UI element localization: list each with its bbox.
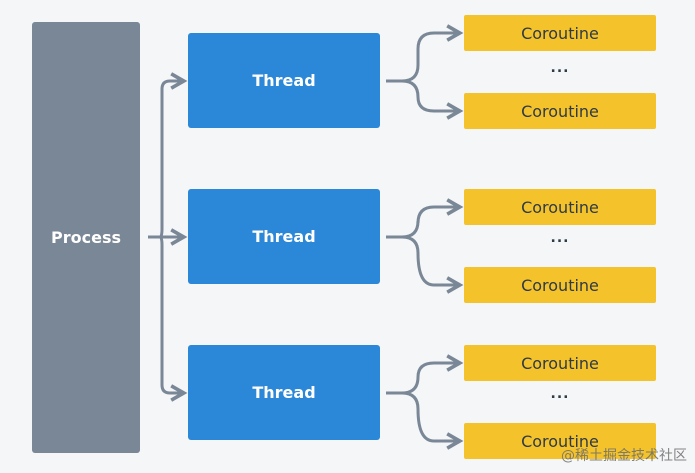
coroutine-box-3-1: Coroutine xyxy=(464,345,656,381)
coroutine-label: Coroutine xyxy=(521,275,599,295)
thread-box-1: Thread xyxy=(188,33,380,128)
coroutine-label: Coroutine xyxy=(521,101,599,121)
coroutine-box-1-2: Coroutine xyxy=(464,93,656,129)
coroutine-box-1-1: Coroutine xyxy=(464,15,656,51)
thread-label: Thread xyxy=(252,227,316,246)
thread-box-3: Thread xyxy=(188,345,380,440)
ellipsis-2: ... xyxy=(550,230,570,246)
thread-2-to-coroutine-2-arrow xyxy=(386,235,464,294)
coroutine-label: Coroutine xyxy=(521,431,599,451)
thread-2-to-coroutine-1-arrow xyxy=(386,198,464,239)
coroutine-label: Coroutine xyxy=(521,197,599,217)
thread-box-2: Thread xyxy=(188,189,380,284)
thread-1-to-coroutine-2-arrow xyxy=(386,79,464,120)
thread-1-to-coroutine-1-arrow xyxy=(386,24,464,83)
thread-3-to-coroutine-2-arrow xyxy=(386,391,464,450)
thread-label: Thread xyxy=(252,71,316,90)
process-to-thread-3-arrow xyxy=(148,235,188,402)
coroutine-label: Coroutine xyxy=(521,353,599,373)
thread-label: Thread xyxy=(252,383,316,402)
watermark: @稀土掘金技术社区 xyxy=(561,448,687,464)
process-to-thread-1-arrow xyxy=(148,72,188,239)
ellipsis-3: ... xyxy=(550,386,570,402)
process-label: Process xyxy=(51,228,121,247)
ellipsis-1: ... xyxy=(550,60,570,76)
process-box: Process xyxy=(32,22,140,453)
coroutine-label: Coroutine xyxy=(521,23,599,43)
coroutine-box-2-2: Coroutine xyxy=(464,267,656,303)
thread-3-to-coroutine-1-arrow xyxy=(386,354,464,395)
coroutine-box-3-2: Coroutine xyxy=(464,423,656,459)
coroutine-box-2-1: Coroutine xyxy=(464,189,656,225)
